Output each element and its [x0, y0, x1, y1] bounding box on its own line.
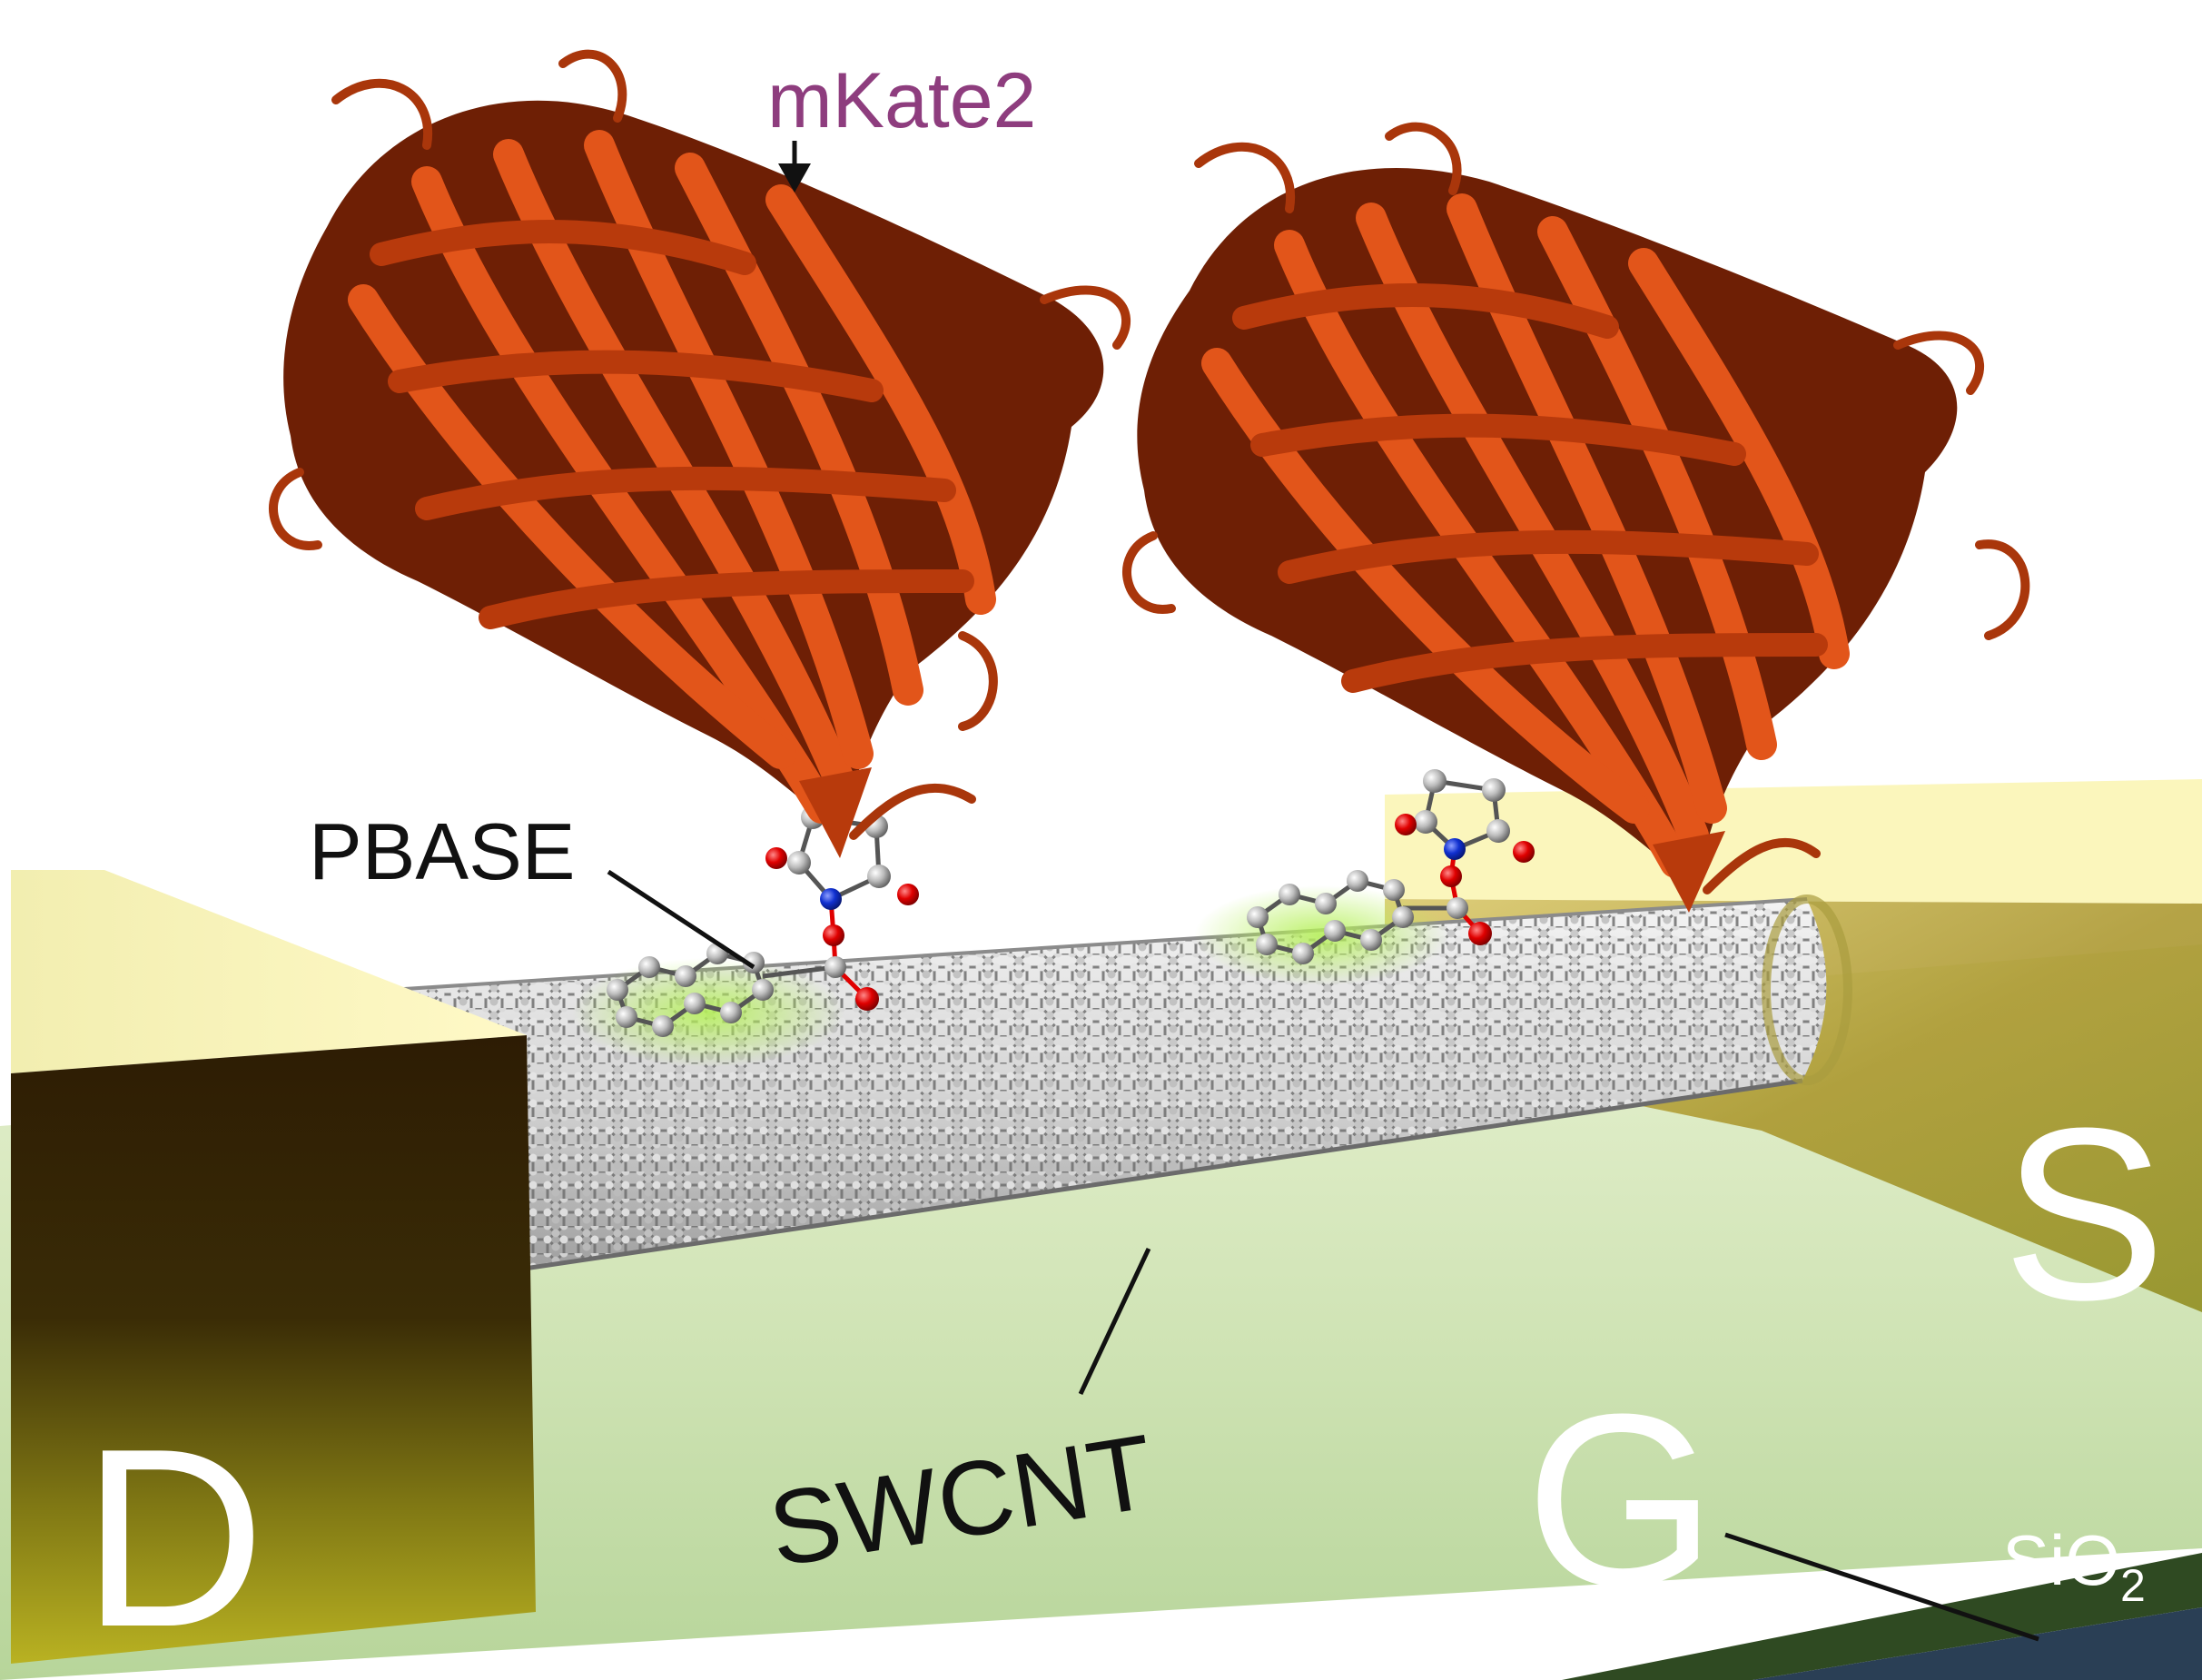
drain-electrode	[11, 870, 536, 1664]
sio2-label-main: SiO	[2002, 1520, 2120, 1600]
mkate2-left-arrowhead	[799, 767, 872, 858]
mkate2-protein-left	[269, 49, 1131, 858]
drain-electrode-top	[11, 870, 527, 1073]
pbase-molecule-right	[1247, 769, 1535, 964]
oxide-layer-edge	[1562, 1553, 2202, 1680]
sio2-label-subscript: 2	[2120, 1560, 2146, 1611]
mkate2-right-arrowhead	[1653, 831, 1725, 913]
nanotube-end	[1762, 894, 1852, 1085]
mkate2-pointer-arrow	[778, 141, 811, 193]
gate-layer-edge	[1753, 1607, 2202, 1680]
drain-electrode-front	[11, 1035, 536, 1664]
swcnt-leader-line	[1078, 1247, 1151, 1396]
pyrene-glow-left	[572, 958, 844, 1067]
gate-label: G	[1526, 1364, 1716, 1637]
gate-leader-line	[1724, 1532, 2039, 1642]
sio2-label: SiO2	[2002, 1520, 2146, 1611]
pbase-label: PBASE	[309, 806, 575, 896]
mkate2-protein-right	[1122, 122, 2030, 913]
pbase-leader-line	[607, 869, 755, 970]
mkate2-label: mKate2	[767, 57, 1036, 144]
pbase-molecule-left	[607, 805, 919, 1037]
source-label: S	[2002, 1078, 2166, 1351]
drain-label: D	[82, 1397, 265, 1680]
